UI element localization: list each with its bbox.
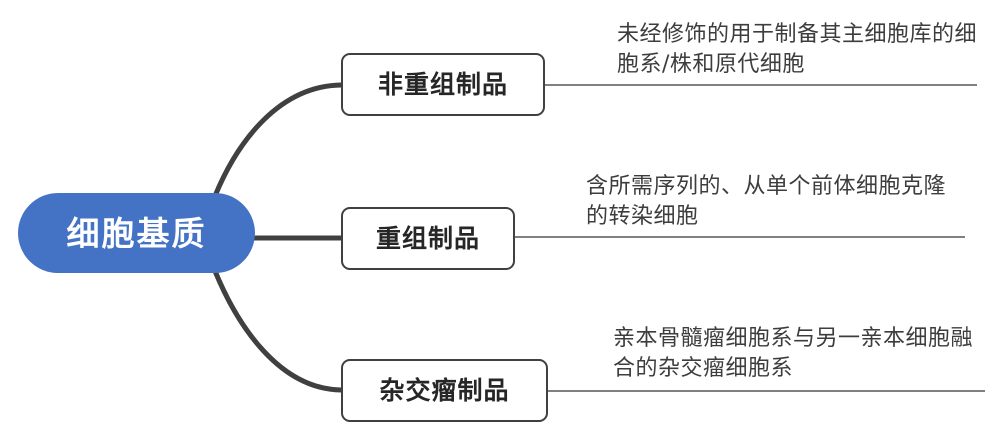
connector-curve-top [212, 82, 344, 199]
connector-curve-bottom [212, 268, 344, 393]
branch-description-recombinant: 含所需序列的、从单个前体细胞克隆的转染细胞 [586, 174, 947, 230]
branch-node-label: 重组制品 [375, 224, 480, 253]
branch-node-recombinant[interactable]: 重组制品 [341, 207, 515, 270]
branch-tail-rule [548, 390, 985, 392]
branch-tail-rule [515, 236, 965, 238]
branch-description-non-recombinant: 未经修饰的用于制备其主细胞库的细胞系/株和原代细胞 [617, 22, 978, 78]
branch-node-hybridoma[interactable]: 杂交瘤制品 [341, 359, 548, 422]
branch-description-hybridoma: 亲本骨髓瘤细胞系与另一亲本细胞融合的杂交瘤细胞系 [613, 326, 974, 382]
root-node[interactable]: 细胞基质 [18, 193, 255, 273]
branch-node-label: 杂交瘤制品 [379, 376, 510, 405]
branch-node-non-recombinant[interactable]: 非重组制品 [341, 53, 545, 116]
branch-node-label: 非重组制品 [377, 70, 508, 99]
root-node-label: 细胞基质 [66, 213, 207, 253]
branch-tail-rule [545, 84, 977, 86]
